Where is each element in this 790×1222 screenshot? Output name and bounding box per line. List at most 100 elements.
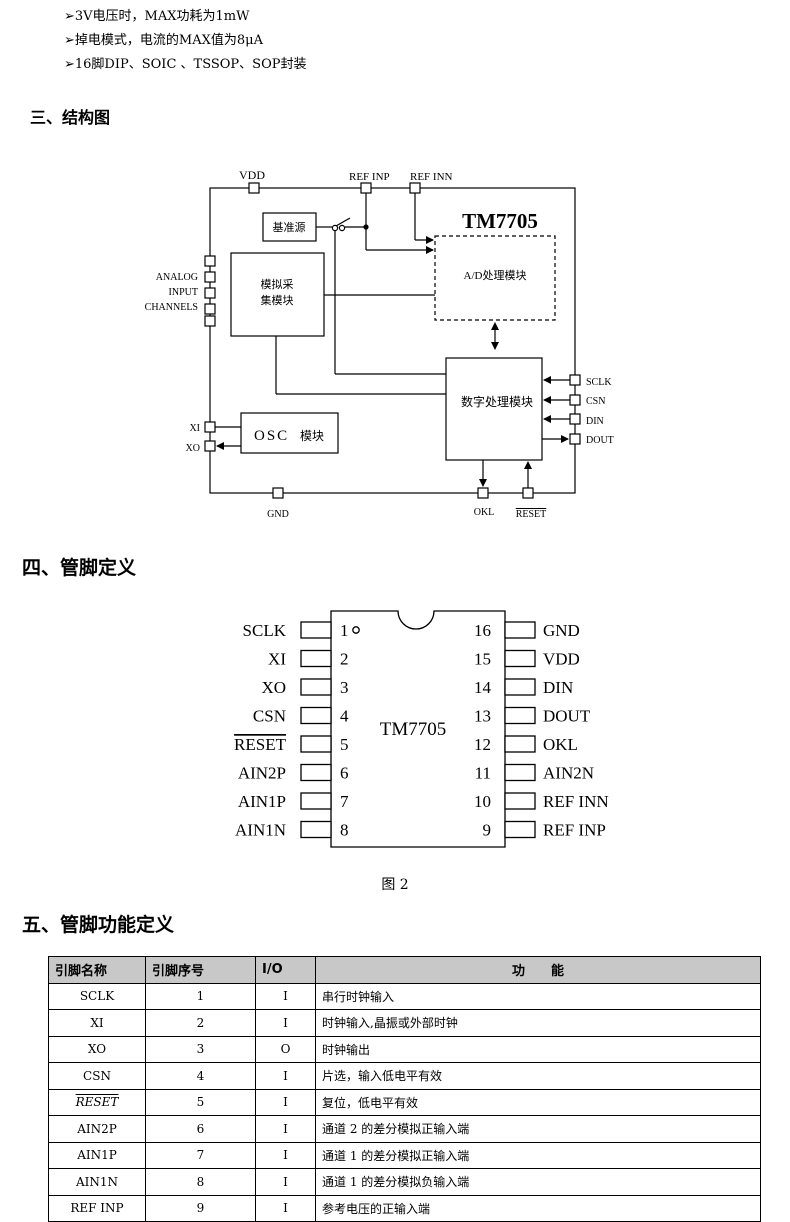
cell-io: I (255, 1141, 316, 1169)
figure-caption: 图 2 (381, 877, 409, 893)
pin-name-left: XI (268, 650, 286, 669)
analog-pin-3 (204, 287, 216, 299)
pin-name-right: OKL (543, 735, 578, 754)
ref-inn-pin (409, 182, 421, 194)
pin-name-left: XO (261, 678, 286, 697)
pin-box-left (300, 820, 332, 839)
pin-box-left (300, 792, 332, 810)
cell-function: 串行时钟输入 (315, 982, 761, 1010)
cell-function: 片选，输入低电平有效 (315, 1062, 761, 1090)
osc-block-label: OSC (254, 428, 289, 444)
pin-box-right (504, 649, 536, 668)
analog-input-label-3: CHANNELS (145, 302, 198, 313)
cell-pin-number: 9 (145, 1194, 256, 1222)
header-function: 功 能 (315, 956, 761, 984)
pin-number-right: 16 (474, 621, 491, 640)
cell-io: I (255, 1168, 316, 1196)
cell-io: O (255, 1035, 316, 1063)
gnd-pin (272, 487, 284, 499)
reference-block-label: 基准源 (273, 220, 306, 234)
pin-name-left: SCLK (243, 621, 287, 640)
osc-block-suffix: 模块 (300, 429, 324, 443)
vdd-pin (248, 182, 260, 194)
pin-number-left: 1 (340, 621, 349, 640)
pin-number-right: 11 (475, 764, 491, 783)
xo-pin (204, 440, 216, 452)
diagram-chip-name: TM7705 (462, 209, 538, 233)
pin-number-right: 12 (474, 735, 491, 754)
cell-pin-name: RESET (48, 1088, 146, 1116)
vdd-label: VDD (239, 168, 265, 182)
pin-name-left: RESET (234, 735, 287, 754)
cell-function: 通道 1 的差分模拟负输入端 (315, 1168, 761, 1196)
pin-box-right (504, 621, 536, 639)
analog-input-label-1: ANALOG (156, 272, 198, 283)
pin-box-left (300, 706, 332, 725)
feature-package: ➢16脚DIP、SOIC 、TSSOP、SOP封装 (64, 57, 307, 72)
cell-function: 通道 1 的差分模拟正输入端 (315, 1141, 761, 1169)
cell-pin-name: XI (48, 1009, 146, 1037)
cell-pin-number: 4 (145, 1062, 256, 1090)
pin-number-left: 2 (340, 650, 349, 669)
pin-name-right: REF INN (543, 792, 609, 811)
pin-name-right: DOUT (543, 707, 591, 726)
din-label: DIN (586, 416, 604, 427)
pin-box-right (504, 763, 536, 782)
pin-name-right: REF INP (543, 821, 606, 840)
cell-io: I (255, 1088, 316, 1116)
csn-label: CSN (586, 396, 605, 407)
cell-pin-name: REF INP (48, 1194, 146, 1222)
pin1-dot (352, 626, 360, 634)
analog-pin-4 (204, 303, 216, 315)
adc-block-label: A/D处理模块 (464, 269, 527, 282)
cell-function: 复位，低电平有效 (315, 1088, 761, 1116)
cell-io: I (255, 1009, 316, 1037)
reset-pin (522, 487, 534, 499)
cell-function: 时钟输入,晶振或外部时钟 (315, 1009, 761, 1037)
cell-io: I (255, 1115, 316, 1143)
reset-label: RESET (516, 509, 547, 520)
osc-block (240, 412, 339, 454)
ref-inp-label: REF INP (349, 171, 390, 183)
table-header-row: 引脚名称 引脚序号 I/O 功 能 (48, 956, 761, 984)
cell-pin-name: SCLK (48, 982, 146, 1010)
okl-pin (477, 487, 489, 499)
pin-number-left: 3 (340, 678, 349, 697)
analog-pin-1 (204, 255, 216, 267)
pin-name-right: GND (543, 621, 580, 640)
pin-box-right (504, 735, 536, 753)
feature-powerdown: ➢掉电模式，电流的MAX值为8μA (64, 33, 263, 48)
ref-inn-label: REF INN (410, 171, 453, 183)
pin-number-right: 14 (474, 678, 492, 697)
xo-label: XO (186, 443, 200, 454)
cell-pin-name: AIN1N (48, 1168, 146, 1196)
pin-box-left (300, 763, 332, 782)
header-pin-number: 引脚序号 (145, 956, 256, 984)
section-title-pin-function: 五、管脚功能定义 (22, 914, 175, 936)
pin-number-left: 4 (340, 707, 349, 726)
ref-inp-pin (360, 182, 372, 194)
pin-name-left: AIN1N (235, 821, 286, 840)
pin-name-right: VDD (543, 650, 580, 669)
analog-pin-5 (204, 315, 216, 327)
block-diagram: VDD REF INP REF INN TM7705 基准源 模拟采 集模块 A… (145, 168, 614, 520)
pin-number-left: 6 (340, 764, 349, 783)
pin-number-left: 7 (340, 792, 349, 811)
analog-pin-2 (204, 271, 216, 283)
dout-pin (569, 433, 581, 445)
pin-name-left: CSN (253, 707, 286, 726)
pin-box-left (300, 735, 332, 753)
pin-number-left: 5 (340, 735, 349, 754)
section-title-pin-definition: 四、管脚定义 (22, 557, 137, 579)
cell-pin-name: AIN2P (48, 1115, 146, 1143)
